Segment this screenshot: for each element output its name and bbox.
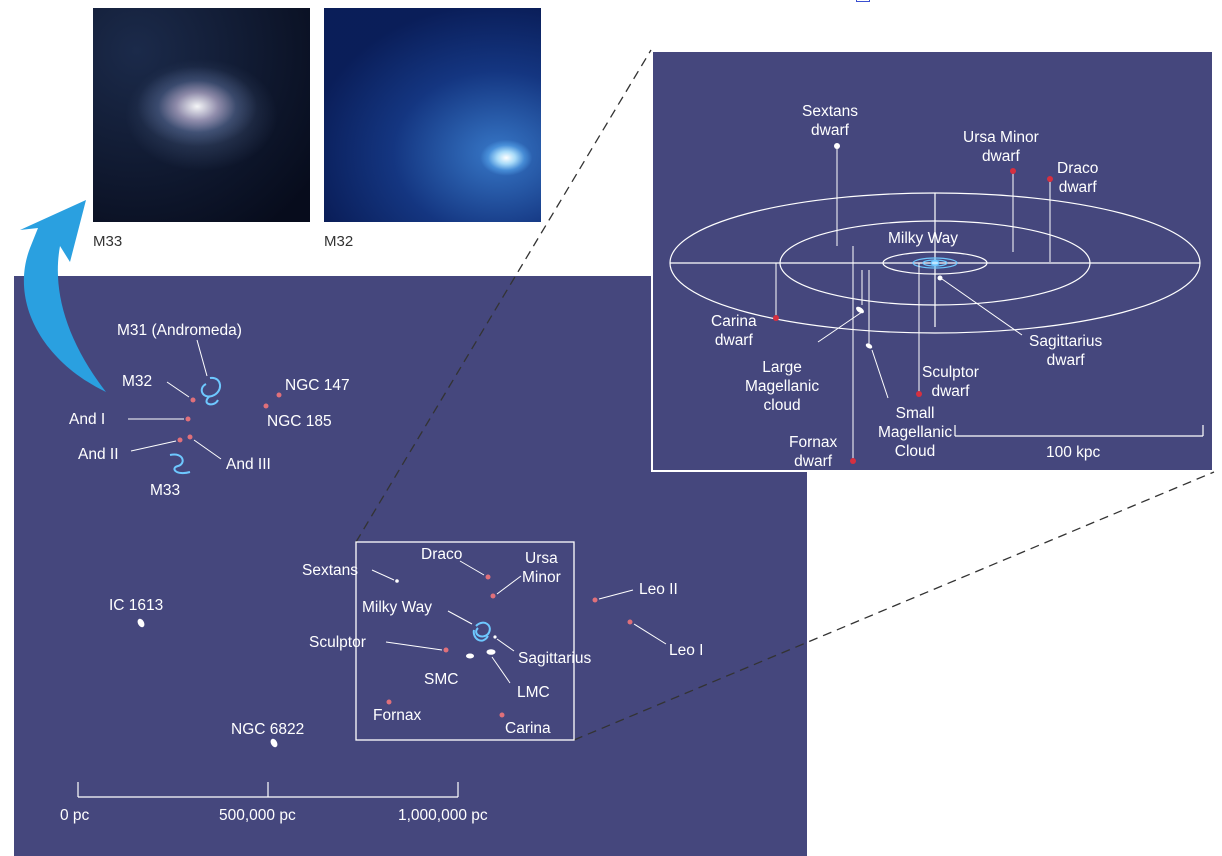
ursa-minor-leader [496, 575, 522, 595]
label-and2: And II [78, 446, 119, 463]
inset-label-sagittarius: Sagittarius dwarf [1029, 333, 1103, 369]
label-smc: SMC [424, 671, 459, 688]
m31-spiral-icon [200, 376, 221, 406]
inset-ursa-minor-dot [1010, 168, 1016, 174]
label-and3: And III [226, 456, 271, 473]
sagittarius-leader [496, 638, 515, 652]
inset-label-sextans: Sextans dwarf [802, 103, 859, 139]
inset-label-draco: Draco dwarf [1057, 160, 1099, 196]
leo1-dot [627, 619, 633, 625]
sculptor-dot [443, 647, 449, 653]
inset-label-sculptor: Sculptor dwarf [922, 364, 979, 400]
label-and1: And I [69, 411, 106, 428]
label-fornax: Fornax [373, 707, 422, 724]
sagittarius-dot [493, 635, 497, 639]
milky-way-leader [447, 610, 473, 625]
smc-blob [466, 653, 474, 659]
inset-label-ursa-minor: Ursa Minor dwarf [963, 129, 1039, 165]
and3-dot [187, 434, 193, 440]
inset-smc-blob [865, 343, 873, 349]
connector-line-top [355, 49, 652, 543]
ngc185-dot [263, 403, 269, 409]
m31-leader [196, 339, 208, 377]
label-carina: Carina [505, 720, 551, 737]
label-ic1613: IC 1613 [109, 597, 164, 614]
milky-way-region-box [355, 541, 575, 741]
inset-carina-dot [773, 315, 779, 321]
leo2-dot [592, 597, 598, 603]
lmc-leader [491, 656, 511, 684]
m32-photo-caption: M32 [324, 233, 354, 250]
sculptor-leader [385, 641, 443, 651]
label-leo1: Leo I [669, 642, 704, 659]
lmc-blob [486, 649, 496, 655]
inset-fornax-dot [850, 458, 856, 464]
inset-scale-label: 100 kpc [1046, 444, 1101, 461]
fornax-dot [386, 699, 392, 705]
m32-leader [166, 381, 190, 398]
m33-spiral-icon [169, 453, 191, 475]
label-ngc6822: NGC 6822 [231, 721, 305, 738]
leo2-leader [598, 589, 634, 600]
and2-leader [130, 440, 177, 452]
sextans-leader [371, 569, 395, 581]
scale-label-0: 0 pc [60, 807, 90, 824]
inset-label-fornax: Fornax dwarf [789, 434, 838, 470]
ngc147-dot [276, 392, 282, 398]
inset-label-carina: Carina dwarf [711, 313, 757, 349]
inset-label-smc: Small Magellanic Cloud [878, 405, 953, 460]
inset-sculptor-dot [916, 391, 922, 397]
label-lmc: LMC [517, 684, 550, 701]
label-milky-way: Milky Way [362, 599, 433, 616]
inset-sagittarius-leader [941, 278, 1023, 336]
label-m31: M31 (Andromeda) [117, 322, 242, 339]
inset-lmc-leader [817, 311, 863, 343]
inset-sagittarius-dot [937, 275, 943, 281]
leo1-leader [633, 623, 667, 645]
inset-draco-dot [1047, 176, 1053, 182]
label-ursa-minor: Ursa Minor [522, 550, 561, 586]
inset-label-milky-way: Milky Way [888, 230, 959, 247]
label-ngc147: NGC 147 [285, 377, 350, 394]
inset-smc-leader [871, 349, 889, 399]
inset-scale-bar [954, 425, 1204, 437]
scale-label-1m: 1,000,000 pc [398, 807, 488, 824]
main-scale-bar [77, 782, 459, 798]
sextans-dot [395, 579, 399, 583]
label-leo2: Leo II [639, 581, 678, 598]
label-draco: Draco [421, 546, 463, 563]
ursa-minor-dot [490, 593, 496, 599]
label-sextans: Sextans [302, 562, 359, 579]
label-m32: M32 [122, 373, 153, 390]
and1-dot [185, 416, 191, 422]
carina-dot [499, 712, 505, 718]
draco-dot [485, 574, 491, 580]
draco-leader [459, 560, 485, 576]
and3-leader [193, 439, 222, 460]
and2-dot [177, 437, 183, 443]
label-sculptor: Sculptor [309, 634, 366, 651]
inset-sextans-dot [834, 143, 840, 149]
m33-photo [93, 8, 310, 222]
label-m33: M33 [150, 482, 181, 499]
m33-photo-caption: M33 [93, 233, 123, 250]
link-marker [856, 0, 870, 2]
inset-lmc-blob [856, 306, 864, 314]
ic1613-blob [137, 618, 145, 628]
inset-milky-way-icon [912, 257, 958, 269]
m32-photo [324, 8, 541, 222]
milky-way-spiral-icon [472, 621, 491, 642]
m32-dot [190, 397, 196, 403]
curved-arrow-icon [20, 200, 106, 392]
inset-label-lmc: Large Magellanic cloud [745, 359, 820, 414]
ngc6822-blob [270, 738, 278, 748]
scale-label-500k: 500,000 pc [219, 807, 296, 824]
label-sagittarius: Sagittarius [518, 650, 592, 667]
connector-line-bottom [573, 471, 1215, 741]
label-ngc185: NGC 185 [267, 413, 332, 430]
